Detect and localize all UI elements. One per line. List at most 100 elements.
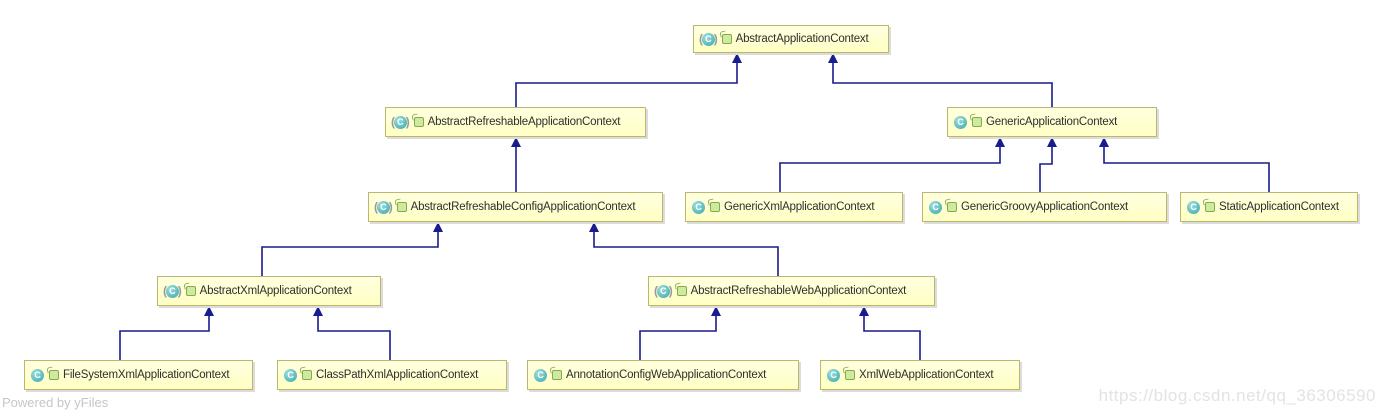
class-icon: C [692,200,705,214]
public-modifier-icon [845,370,855,380]
yfiles-watermark: Powered by yFiles [2,395,109,410]
abstract-paren-left: ( [654,283,658,298]
inheritance-edge-GenericApplicationContext [832,53,1053,107]
inheritance-arrowhead [859,306,869,316]
class-letter-badge: C [165,284,179,298]
abstract-paren-right: ) [388,199,393,214]
class-name-label: GenericApplicationContext [986,116,1118,128]
class-name-label: AbstractApplicationContext [735,33,869,45]
inheritance-edge-StaticApplicationContext [1103,137,1270,192]
class-letter-badge: C [284,368,297,382]
abstract-class-icon: (C) [391,114,410,129]
public-modifier-icon [721,34,732,44]
inheritance-arrowhead [204,306,214,316]
class-node-AbstractRefreshableApplicationContext[interactable]: (C) AbstractRefreshableApplicationContext [385,107,646,137]
class-icon: C [534,368,547,382]
abstract-paren-left: ( [374,199,378,214]
class-node-StaticApplicationContext[interactable]: C StaticApplicationContext [1180,192,1358,222]
class-icon: C [827,368,840,382]
inheritance-arrowhead [1099,137,1109,147]
class-icon: C [929,200,942,214]
public-modifier-icon [49,370,59,380]
abstract-paren-right: ) [177,283,182,298]
class-name-label: GenericGroovyApplicationContext [961,201,1129,213]
class-name-label: XmlWebApplicationContext [859,369,994,381]
class-node-AbstractRefreshableWebApplicationContext[interactable]: (C) AbstractRefreshableWebApplicationCont… [648,276,935,306]
inheritance-arrowhead [511,137,521,147]
inheritance-arrowhead [589,222,599,232]
abstract-paren-left: ( [699,31,703,46]
class-node-AbstractXmlApplicationContext[interactable]: (C) AbstractXmlApplicationContext [157,276,381,306]
class-icon: C [31,368,44,382]
inheritance-arrowhead [433,222,443,232]
class-node-GenericXmlApplicationContext[interactable]: C GenericXmlApplicationContext [685,192,903,222]
public-modifier-icon [185,286,196,296]
inheritance-edge-AbstractRefreshableApplicationContext [515,53,738,107]
class-name-label: AnnotationConfigWebApplicationContext [566,369,767,381]
inheritance-arrowhead [995,137,1005,147]
class-name-label: AbstractRefreshableConfigApplicationCont… [410,201,636,213]
public-modifier-icon [302,370,312,380]
class-name-label: FileSystemXmlApplicationContext [63,369,230,381]
abstract-paren-left: ( [163,283,167,298]
inheritance-edge-AbstractRefreshableWebApplicationContext [593,222,779,276]
class-icon: C [954,115,967,129]
class-letter-badge: C [954,115,967,129]
class-letter-badge: C [656,284,670,298]
inheritance-edge-FileSystemXmlApplicationContext [119,306,210,360]
abstract-paren-left: ( [391,114,395,129]
abstract-paren-right: ) [405,114,410,129]
inheritance-edge-GenericXmlApplicationContext [779,137,1001,192]
class-letter-badge: C [827,368,840,382]
abstract-paren-right: ) [668,283,673,298]
class-letter-badge: C [929,200,942,214]
inheritance-edge-AnnotationConfigWebApplicationContext [639,306,717,360]
class-icon: C [284,368,297,382]
class-node-FileSystemXmlApplicationContext[interactable]: C FileSystemXmlApplicationContext [24,360,253,390]
public-modifier-icon [1205,202,1215,212]
public-modifier-icon [396,202,407,212]
abstract-class-icon: (C) [699,31,718,46]
inheritance-arrowhead [828,53,838,63]
inheritance-edge-ClassPathXmlApplicationContext [317,306,391,360]
class-letter-badge: C [1187,200,1200,214]
class-name-label: StaticApplicationContext [1219,201,1339,213]
public-modifier-icon [972,117,982,127]
inheritance-arrowhead [313,306,323,316]
public-modifier-icon [676,286,687,296]
class-node-GenericGroovyApplicationContext[interactable]: C GenericGroovyApplicationContext [922,192,1167,222]
public-modifier-icon [947,202,957,212]
inheritance-edge-AbstractXmlApplicationContext [261,222,439,276]
public-modifier-icon [552,370,562,380]
class-letter-badge: C [31,368,44,382]
class-node-AbstractRefreshableConfigApplicationContext[interactable]: (C) AbstractRefreshableConfigApplicationC… [368,192,663,222]
inheritance-edge-GenericGroovyApplicationContext [1039,137,1053,192]
class-name-label: AbstractRefreshableApplicationContext [427,116,621,128]
public-modifier-icon [710,202,720,212]
class-letter-badge: C [534,368,547,382]
class-name-label: ClassPathXmlApplicationContext [316,369,479,381]
inheritance-arrowhead [732,53,742,63]
abstract-paren-right: ) [713,31,718,46]
abstract-class-icon: (C) [654,283,673,298]
abstract-class-icon: (C) [374,199,393,214]
inheritance-arrowhead [1047,137,1057,147]
class-name-label: AbstractXmlApplicationContext [199,285,352,297]
class-letter-badge: C [376,200,390,214]
class-node-ClassPathXmlApplicationContext[interactable]: C ClassPathXmlApplicationContext [277,360,507,390]
class-node-AbstractApplicationContext[interactable]: (C) AbstractApplicationContext [693,25,889,53]
inheritance-arrowhead [711,306,721,316]
class-node-AnnotationConfigWebApplicationContext[interactable]: C AnnotationConfigWebApplicationContext [527,360,799,390]
public-modifier-icon [413,117,424,127]
class-node-XmlWebApplicationContext[interactable]: C XmlWebApplicationContext [820,360,1020,390]
class-name-label: AbstractRefreshableWebApplicationContext [690,285,907,297]
class-name-label: GenericXmlApplicationContext [724,201,875,213]
class-letter-badge: C [393,115,407,129]
csdn-watermark: https://blog.csdn.net/qq_36306590 [1098,386,1376,405]
class-node-GenericApplicationContext[interactable]: C GenericApplicationContext [947,107,1157,137]
inheritance-edge-XmlWebApplicationContext [863,306,921,360]
class-icon: C [1187,200,1200,214]
abstract-class-icon: (C) [163,283,182,298]
class-letter-badge: C [701,32,715,46]
